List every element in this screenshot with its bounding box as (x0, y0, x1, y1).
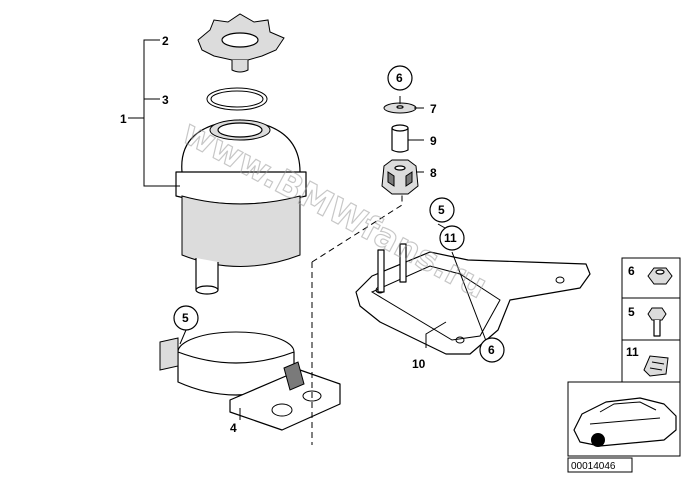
o-ring[interactable] (206, 87, 268, 111)
carrier-plate[interactable] (355, 243, 591, 355)
callout-6-top (387, 65, 413, 91)
label-3: 3 (162, 93, 169, 107)
label-5-left: 5 (182, 311, 189, 325)
label-6-top: 6 (396, 71, 403, 85)
label-6-bottom: 6 (488, 343, 495, 357)
reservoir-cap[interactable] (197, 13, 285, 73)
svg-text:11: 11 (626, 345, 639, 359)
callout-5-right (429, 197, 455, 223)
label-1: 1 (120, 112, 127, 126)
label-11: 11 (444, 231, 457, 245)
label-5-right: 5 (438, 203, 445, 217)
callout-5-left (173, 305, 199, 331)
label-10: 10 (412, 357, 426, 371)
svg-text:6: 6 (628, 264, 635, 278)
label-2: 2 (162, 34, 169, 48)
callout-11 (439, 225, 465, 251)
label-7: 7 (430, 102, 437, 116)
legend-nut: 6 (621, 257, 681, 299)
reservoir-bracket[interactable] (159, 331, 341, 431)
label-4: 4 (230, 421, 237, 435)
diagram-id: 00014046 (571, 461, 616, 472)
fluid-reservoir[interactable] (175, 119, 307, 295)
svg-text:5: 5 (628, 305, 635, 319)
rubber-mount[interactable] (381, 159, 419, 195)
label-9: 9 (430, 134, 437, 148)
legend-clip: 11 (621, 339, 681, 383)
legend-bolt: 5 (621, 297, 681, 341)
car-locator: 00014046 (567, 381, 681, 473)
washer[interactable] (383, 102, 417, 114)
location-marker-icon (591, 433, 605, 447)
callout-6-bottom (479, 337, 505, 363)
label-8: 8 (430, 166, 437, 180)
spacer-sleeve[interactable] (391, 124, 409, 153)
